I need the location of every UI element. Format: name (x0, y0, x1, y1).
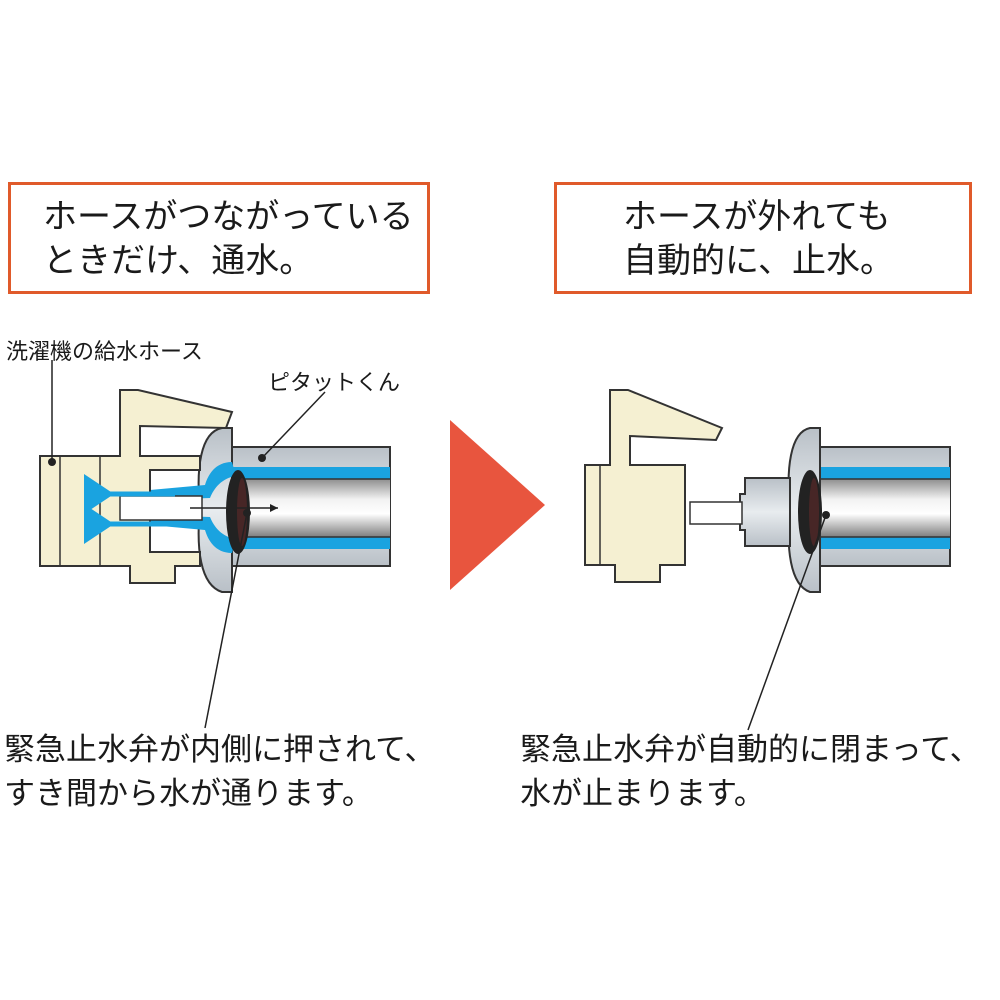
water-channel-top-left (232, 467, 390, 479)
headline-disconnected-line1: ホースが外れても (623, 197, 891, 237)
caption-connected-line2: すき間から水が通ります。 (4, 776, 373, 812)
valve-stem (739, 477, 791, 547)
headline-connected-line1: ホースがつながっている (43, 197, 414, 237)
water-channel-bottom-left (232, 537, 390, 549)
transition-arrow (450, 420, 545, 590)
headline-disconnected-line2: 自動的に、止水。 (623, 241, 894, 281)
water-channel-bottom-right (820, 537, 950, 549)
headline-connected-line2: ときだけ、通水。 (43, 241, 314, 281)
hose-fitting-body-right (584, 389, 724, 583)
label-washing-machine-hose: 洗濯機の給水ホース (6, 340, 203, 365)
inner-pipe-right (820, 479, 950, 537)
fitting-bore-left (119, 495, 203, 521)
disconnected-assembly (584, 389, 951, 731)
leader-valve-left (204, 512, 248, 729)
leader-valve-right (747, 514, 827, 731)
caption-disconnected-line2: 水が止まります。 (520, 776, 765, 812)
caption-connected-line1: 緊急止水弁が内側に押されて、 (4, 732, 436, 768)
water-flow-around-valve (150, 462, 236, 500)
leader-pitatto (261, 391, 326, 459)
water-channel-top-right (820, 467, 950, 479)
headline-box-connected: ホースがつながっている ときだけ、通水。 (8, 182, 430, 294)
caption-disconnected-line1: 緊急止水弁が自動的に閉まって、 (520, 732, 981, 768)
connected-assembly (39, 360, 391, 729)
headline-box-disconnected: ホースが外れても 自動的に、止水。 (554, 182, 972, 294)
label-pitatto: ピタットくん (268, 371, 401, 396)
